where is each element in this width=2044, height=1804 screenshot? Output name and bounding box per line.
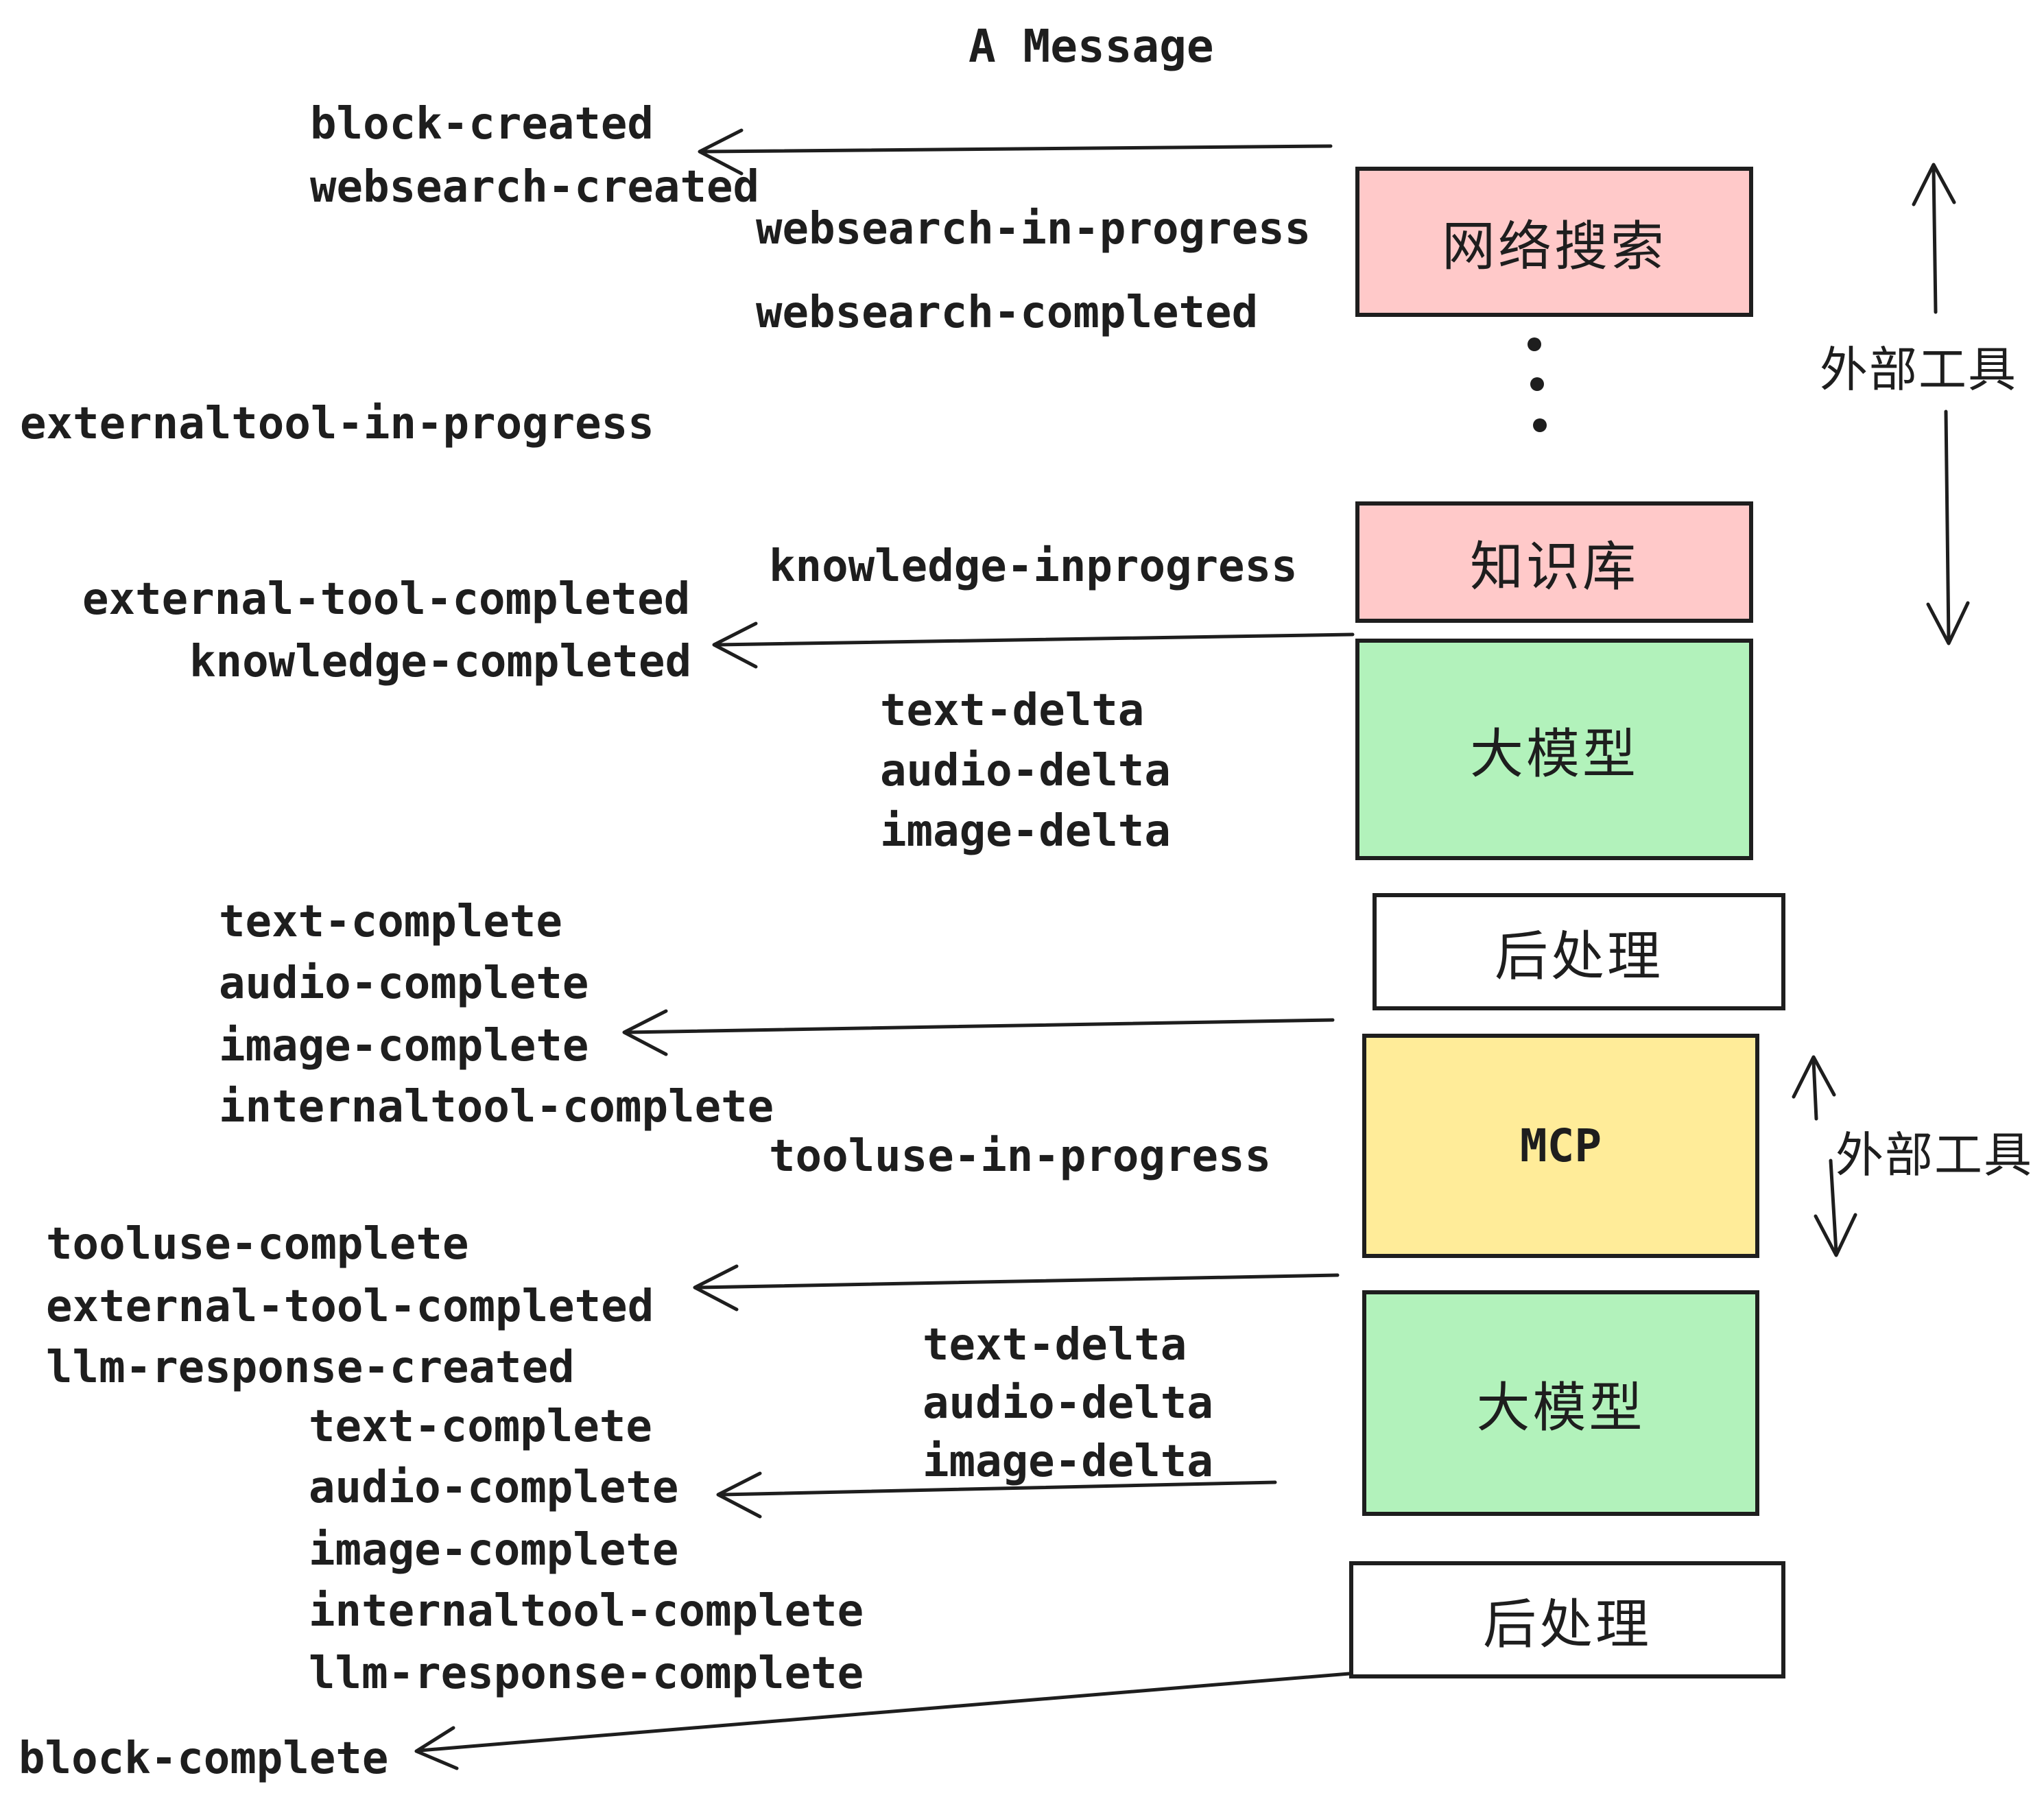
event-text-delta-2: text-delta xyxy=(923,1320,1187,1370)
arrow-to-knowledge-completed xyxy=(712,621,1355,669)
event-external-tool-completed-1: external-tool-completed xyxy=(82,574,691,625)
llm-box-1-label: 大模型 xyxy=(1469,723,1639,785)
llm-box-1: 大模型 xyxy=(1355,639,1753,860)
event-text-complete-2: text-complete xyxy=(309,1401,652,1452)
mcp-box-label: MCP xyxy=(1519,1119,1602,1172)
arrow-to-audio-complete xyxy=(716,1471,1277,1519)
event-websearch-created: websearch-created xyxy=(310,162,760,213)
event-externaltool-in-progress: externaltool-in-progress xyxy=(20,399,654,449)
event-audio-delta-2: audio-delta xyxy=(923,1378,1213,1429)
event-image-complete-2: image-complete xyxy=(309,1525,679,1576)
event-knowledge-inprogress: knowledge-inprogress xyxy=(769,541,1298,592)
event-audio-delta-1: audio-delta xyxy=(880,746,1171,796)
external-tools-label-1: 外部工具 xyxy=(1820,342,2017,398)
event-internaltool-complete-2: internaltool-complete xyxy=(309,1586,864,1637)
event-image-delta-1: image-delta xyxy=(880,806,1171,857)
arrow-to-tooluse-complete xyxy=(693,1264,1340,1312)
external-tools-label-2: 外部工具 xyxy=(1835,1127,2033,1183)
arrow-to-image-complete xyxy=(622,1009,1335,1056)
diagram-title: A Message xyxy=(968,20,1214,73)
llm-box-2: 大模型 xyxy=(1362,1290,1759,1516)
event-tooluse-in-progress: tooluse-in-progress xyxy=(769,1131,1272,1182)
event-tooluse-complete: tooluse-complete xyxy=(46,1219,469,1270)
post-processing-box-1: 后处理 xyxy=(1372,893,1785,1010)
event-block-complete: block-complete xyxy=(19,1733,389,1784)
event-image-delta-2: image-delta xyxy=(923,1436,1213,1487)
websearch-box-label: 网络搜索 xyxy=(1441,215,1667,278)
post-processing-box-2: 后处理 xyxy=(1349,1561,1785,1678)
external-tools-down-arrow-1 xyxy=(1926,410,1970,645)
event-text-complete-1: text-complete xyxy=(219,897,562,947)
websearch-box: 网络搜索 xyxy=(1355,167,1753,317)
event-text-delta-1: text-delta xyxy=(880,685,1145,736)
event-llm-response-complete: llm-response-complete xyxy=(309,1648,864,1699)
event-websearch-completed: websearch-completed xyxy=(756,287,1259,338)
external-tools-up-arrow-2 xyxy=(1792,1055,1836,1121)
arrow-to-block-complete xyxy=(414,1672,1351,1770)
event-internaltool-complete-1: internaltool-complete xyxy=(219,1082,774,1132)
event-llm-response-created: llm-response-created xyxy=(46,1342,575,1393)
post-processing-box-2-label: 后处理 xyxy=(1482,1593,1652,1656)
event-image-complete-1: image-complete xyxy=(219,1021,589,1071)
event-audio-complete-1: audio-complete xyxy=(219,958,589,1009)
event-websearch-in-progress: websearch-in-progress xyxy=(756,204,1311,254)
post-processing-box-1-label: 后处理 xyxy=(1494,925,1663,988)
external-tools-down-arrow-2 xyxy=(1814,1159,1857,1257)
event-knowledge-completed: knowledge-completed xyxy=(189,637,692,687)
event-external-tool-completed-2: external-tool-completed xyxy=(46,1281,654,1332)
mcp-box: MCP xyxy=(1362,1034,1759,1258)
llm-box-2-label: 大模型 xyxy=(1476,1377,1645,1439)
event-block-created: block-created xyxy=(310,99,654,150)
knowledge-box-label: 知识库 xyxy=(1469,536,1639,598)
external-tools-up-arrow-1 xyxy=(1912,163,1956,314)
vertical-ellipsis xyxy=(1528,337,1547,432)
arrow-to-websearch-created xyxy=(698,128,1333,176)
event-audio-complete-2: audio-complete xyxy=(309,1462,679,1513)
knowledge-box: 知识库 xyxy=(1355,501,1753,623)
